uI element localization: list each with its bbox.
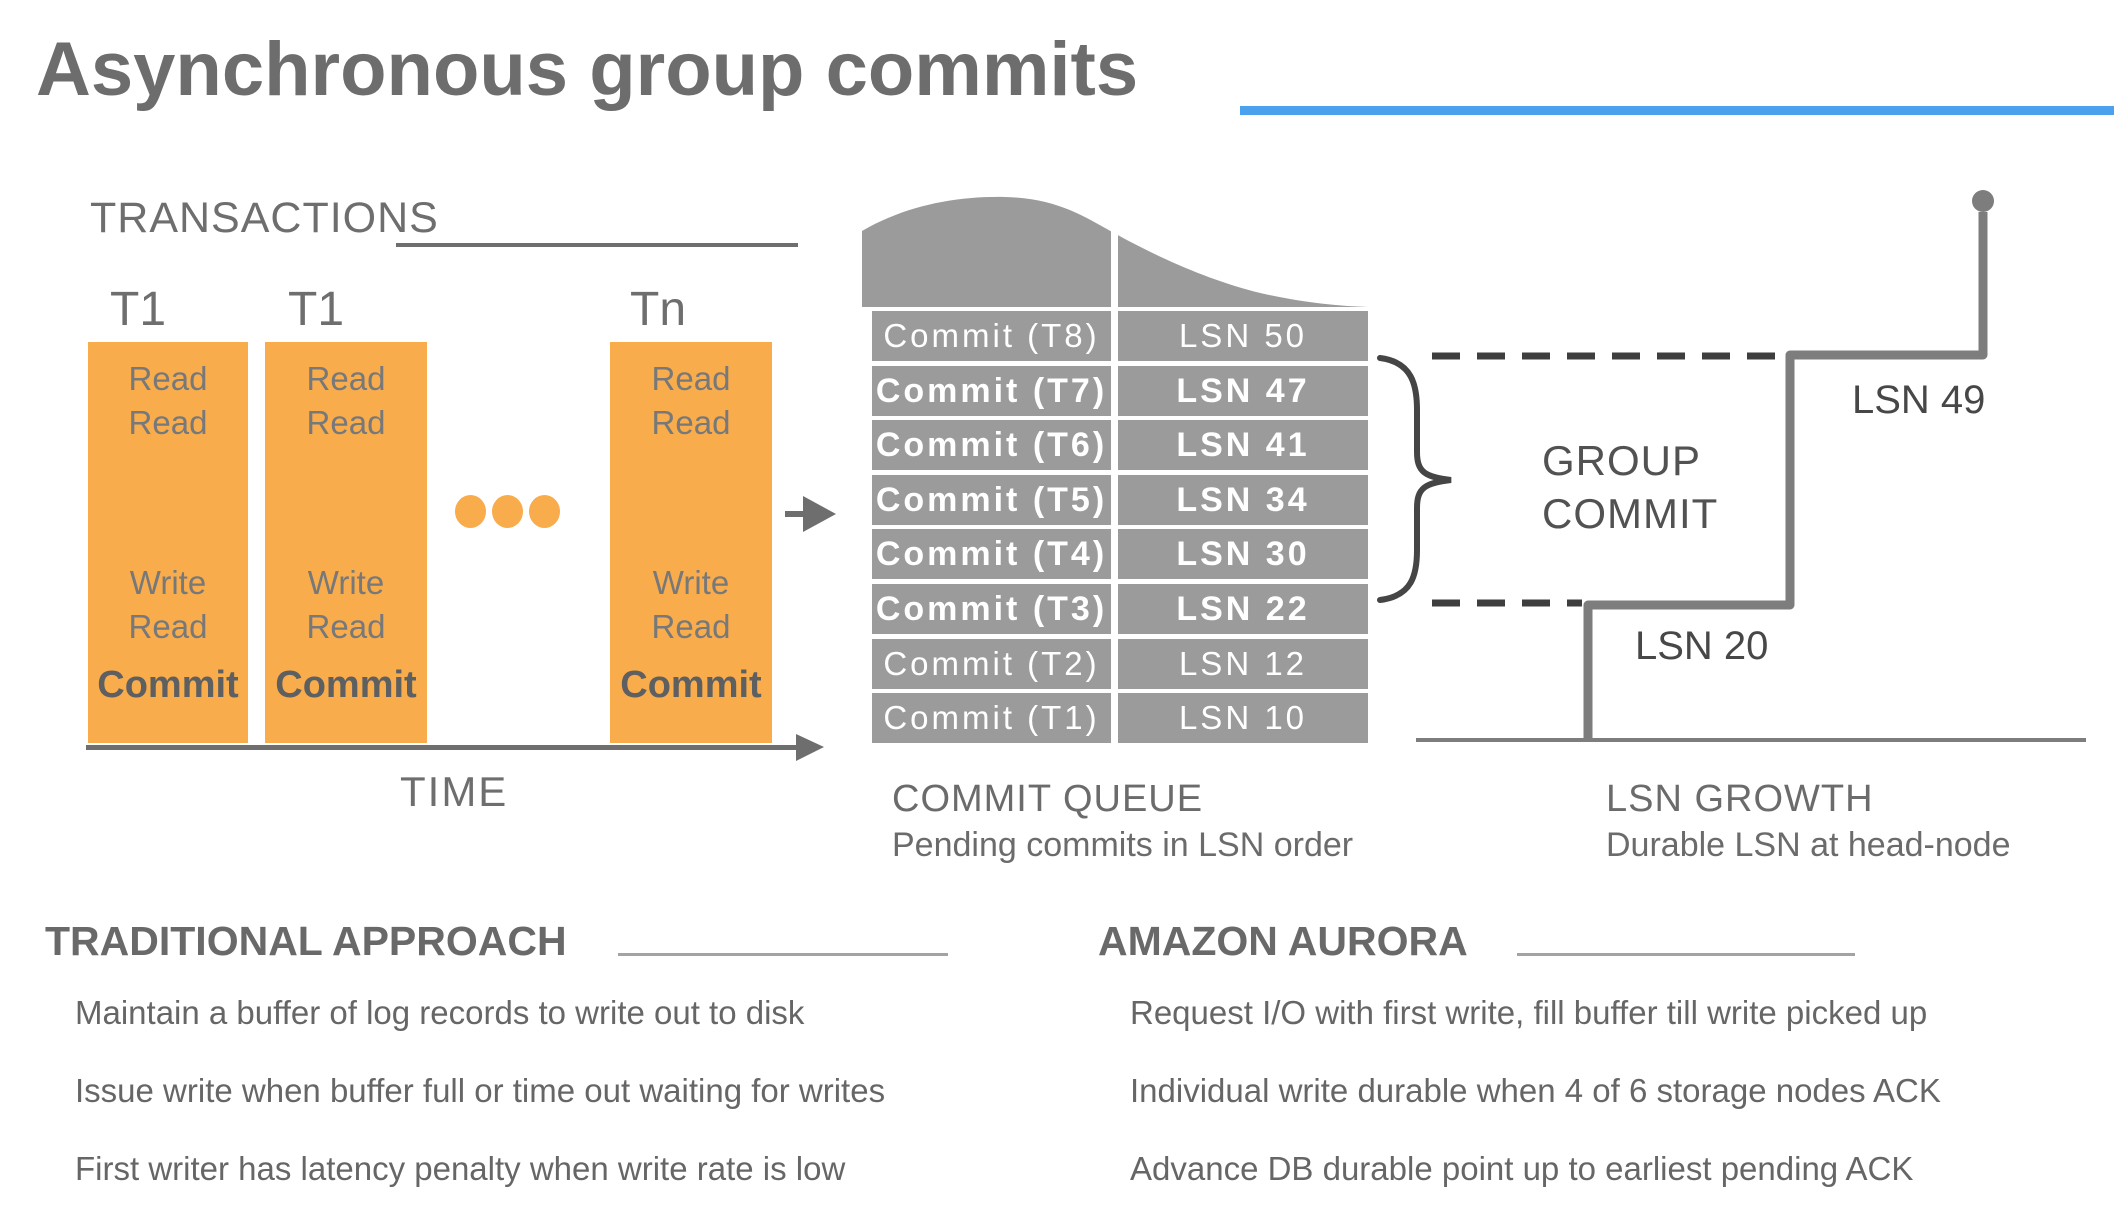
queue-commit-cell: Commit (T2) xyxy=(872,639,1111,689)
queue-lsn-cell: LSN 41 xyxy=(1118,420,1368,470)
section-heading-traditional: TRADITIONAL APPROACH xyxy=(45,918,567,964)
transaction-box: Read Read Write Read Commit xyxy=(265,342,427,743)
queue-lsn-cell: LSN 12 xyxy=(1118,639,1368,689)
lsn-20-annotation: LSN 20 xyxy=(1635,624,1769,668)
commit-queue-label: COMMIT QUEUE xyxy=(892,778,1204,820)
queue-lsn-cell: LSN 10 xyxy=(1118,693,1368,743)
section-rule xyxy=(1517,953,1855,956)
dot-icon xyxy=(455,495,486,528)
op-read: Read xyxy=(306,608,386,645)
lsn-step-line xyxy=(1583,212,1988,740)
transactions-rule xyxy=(396,243,798,247)
lsn-growth-sublabel: Durable LSN at head-node xyxy=(1606,826,2011,864)
queue-commit-cell: Commit (T1) xyxy=(872,693,1111,743)
queue-commit-cell: Commit (T3) xyxy=(872,584,1111,634)
time-axis xyxy=(86,734,824,761)
queue-lsn-cell: LSN 22 xyxy=(1118,584,1368,634)
bullet-line: Maintain a buffer of log records to writ… xyxy=(75,994,805,1031)
bullet-line: Request I/O with first write, fill buffe… xyxy=(1130,994,1928,1031)
transaction-column-label: Tn xyxy=(630,283,687,336)
queue-lsn-cell: LSN 30 xyxy=(1118,529,1368,579)
op-commit: Commit xyxy=(97,664,239,706)
queue-commit-cell: Commit (T7) xyxy=(872,366,1111,416)
section-rule xyxy=(618,953,948,956)
queue-lsn-cell: LSN 34 xyxy=(1118,475,1368,525)
op-commit: Commit xyxy=(275,664,417,706)
group-commit-line1: GROUP xyxy=(1542,437,1702,484)
op-read: Read xyxy=(306,360,386,397)
lsn-growth-label: LSN GROWTH xyxy=(1606,778,1874,820)
bullet-line: First writer has latency penalty when wr… xyxy=(75,1150,846,1187)
transaction-box: Read Read Write Read Commit xyxy=(88,342,248,743)
op-read: Read xyxy=(651,608,731,645)
bullet-line: Issue write when buffer full or time out… xyxy=(75,1072,886,1109)
title-rule xyxy=(1240,106,2114,115)
queue-commit-cell: Commit (T8) xyxy=(872,311,1111,361)
ellipsis-dots xyxy=(455,495,566,533)
lsn-head-dot xyxy=(1972,190,1994,212)
group-commit-label: GROUP COMMIT xyxy=(1542,434,1718,540)
queue-commit-cell: Commit (T4) xyxy=(872,529,1111,579)
op-read: Read xyxy=(128,404,208,441)
transaction-column-label: T1 xyxy=(288,283,345,336)
section-heading-aurora: AMAZON AURORA xyxy=(1098,918,1468,964)
op-read: Read xyxy=(651,360,731,397)
op-commit: Commit xyxy=(620,664,762,706)
queue-column-divider xyxy=(1111,192,1118,312)
op-write: Write xyxy=(652,564,730,601)
bullet-line: Individual write durable when 4 of 6 sto… xyxy=(1130,1072,1941,1109)
group-commit-brace-icon xyxy=(1377,355,1452,603)
op-read: Read xyxy=(128,360,208,397)
op-read: Read xyxy=(128,608,208,645)
group-commit-line2: COMMIT xyxy=(1542,490,1719,537)
page-title: Asynchronous group commits xyxy=(36,27,1139,112)
queue-lsn-cell: LSN 47 xyxy=(1118,366,1368,416)
queue-lsn-cell: LSN 50 xyxy=(1118,311,1368,361)
lsn-49-annotation: LSN 49 xyxy=(1852,378,1986,422)
transaction-column-label: T1 xyxy=(110,283,167,336)
flow-arrow-icon xyxy=(785,496,836,532)
commit-queue-sublabel: Pending commits in LSN order xyxy=(892,826,1354,864)
op-read: Read xyxy=(306,404,386,441)
dot-icon xyxy=(492,495,523,528)
transaction-box: Read Read Write Read Commit xyxy=(610,342,772,743)
queue-commit-cell: Commit (T6) xyxy=(872,420,1111,470)
bullet-line: Advance DB durable point up to earliest … xyxy=(1130,1150,1914,1187)
dot-icon xyxy=(529,495,560,528)
op-read: Read xyxy=(651,404,731,441)
time-axis-label: TIME xyxy=(400,768,509,815)
op-write: Write xyxy=(307,564,385,601)
op-write: Write xyxy=(129,564,207,601)
queue-commit-cell: Commit (T5) xyxy=(872,475,1111,525)
transactions-label: TRANSACTIONS xyxy=(90,194,439,242)
